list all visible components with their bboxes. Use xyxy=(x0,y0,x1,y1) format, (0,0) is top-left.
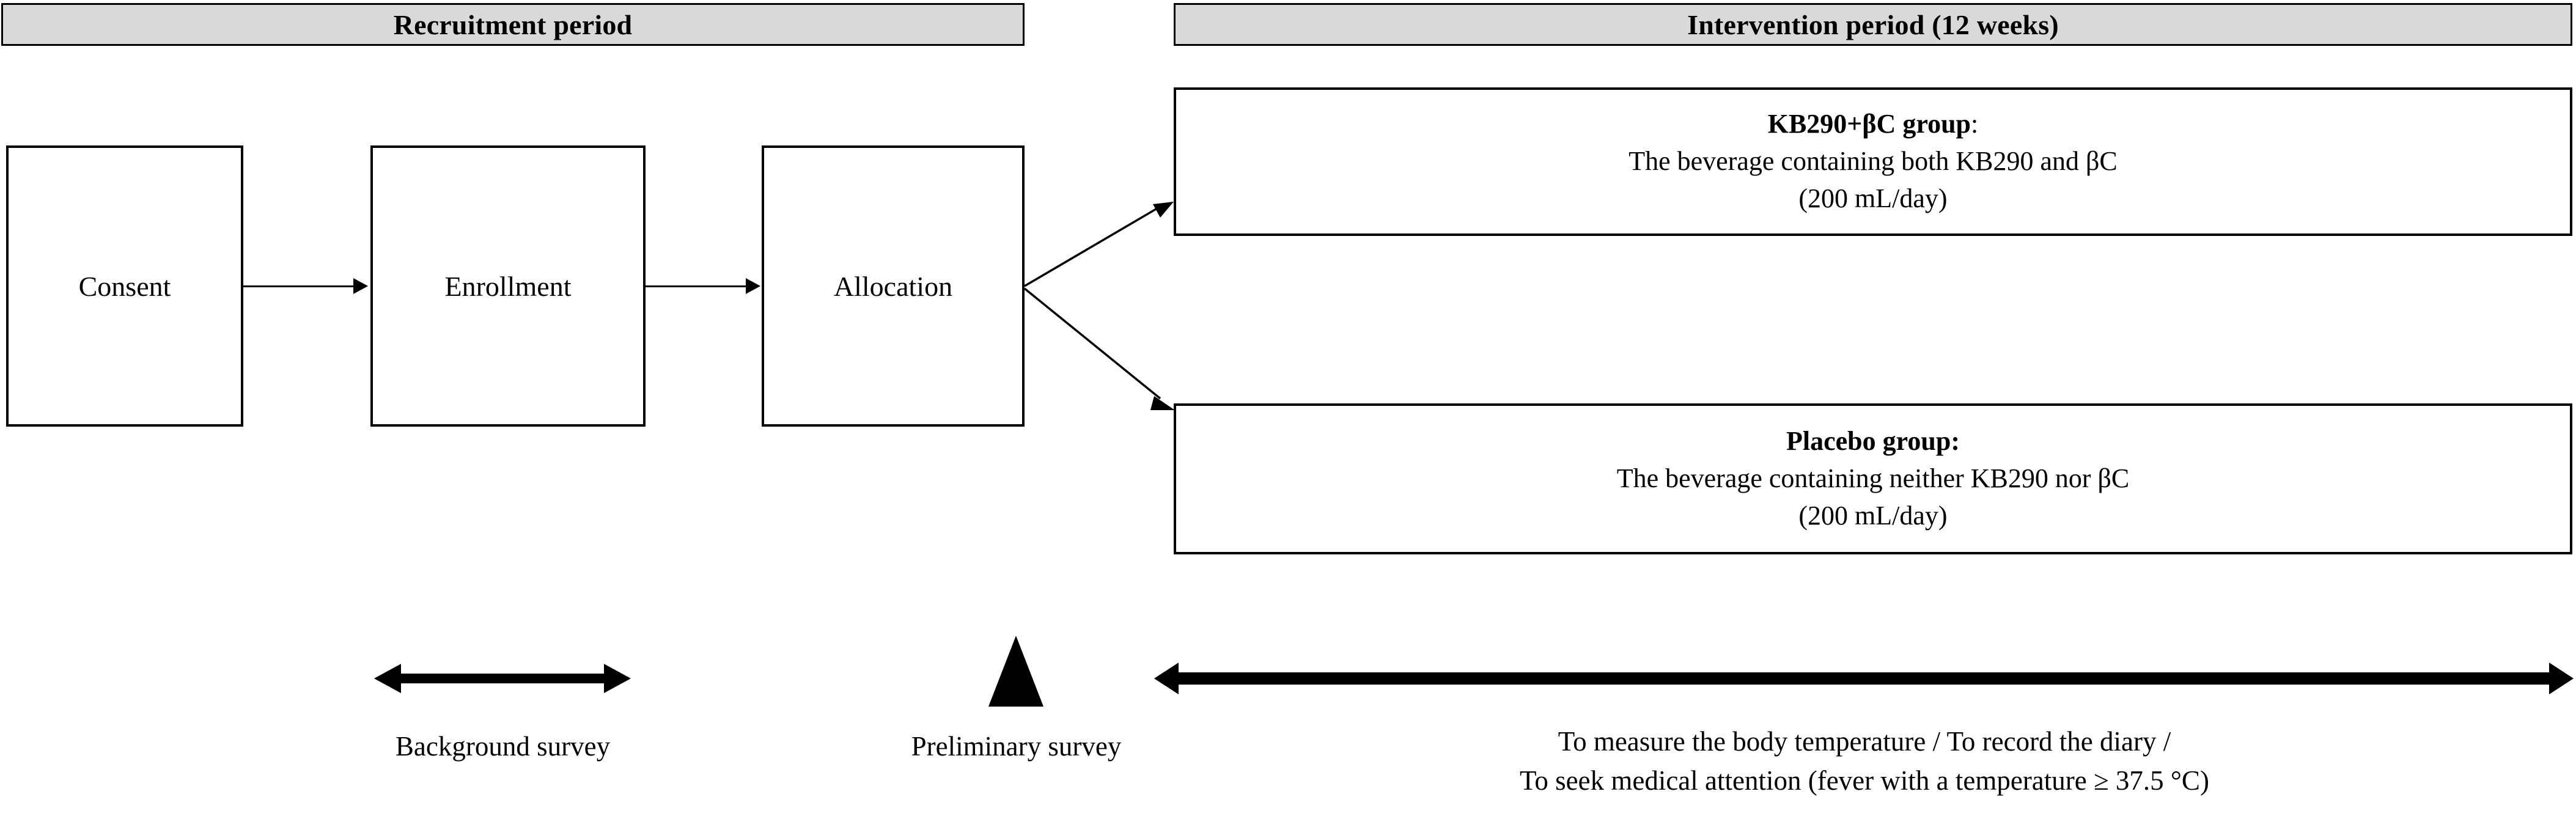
kb290-group-title: KB290+βC group: xyxy=(1768,106,1979,143)
connector-enrollment-to-allocation xyxy=(646,285,747,287)
enrollment-label: Enrollment xyxy=(444,270,572,302)
intervention-measures-line2: To seek medical attention (fever with a … xyxy=(1520,765,2209,796)
intervention-span-arrow xyxy=(1154,659,2574,698)
branch-arrowhead-lower xyxy=(1150,396,1175,410)
allocation-box: Allocation xyxy=(762,145,1025,427)
kb290-group-line3: (200 mL/day) xyxy=(1798,183,1948,213)
intervention-measures-line1: To measure the body temperature / To rec… xyxy=(1558,726,2171,757)
enrollment-box: Enrollment xyxy=(370,145,646,427)
intervention-measures-caption: To measure the body temperature / To rec… xyxy=(1155,722,2574,801)
consent-label: Consent xyxy=(78,270,171,302)
recruitment-period-label: Recruitment period xyxy=(393,9,633,40)
intervention-period-label: Intervention period (12 weeks) xyxy=(1687,9,2059,40)
intervention-arrowhead-right xyxy=(2549,663,2574,694)
placebo-group-title: Placebo group: xyxy=(1786,423,1960,460)
placebo-group-title-bold: Placebo group: xyxy=(1786,426,1960,457)
consent-box: Consent xyxy=(6,145,243,427)
allocation-branch-arrows xyxy=(1025,202,1175,410)
background-arrow-shaft xyxy=(397,674,608,683)
placebo-group-line3: (200 mL/day) xyxy=(1798,500,1948,531)
recruitment-period-header: Recruitment period xyxy=(1,3,1025,46)
arrowhead-enrollment-to-allocation xyxy=(746,278,760,294)
connector-consent-to-enrollment xyxy=(243,285,355,287)
background-survey-span-arrow xyxy=(374,659,631,698)
branch-arrowhead-upper xyxy=(1153,202,1174,218)
placebo-group-box: Placebo group: The beverage containing n… xyxy=(1174,403,2572,554)
branch-line-upper xyxy=(1025,205,1161,287)
kb290-group-title-bold: KB290+βC group xyxy=(1767,109,1971,139)
intervention-arrowhead-left xyxy=(1154,663,1179,694)
allocation-label: Allocation xyxy=(833,270,953,302)
kb290-group-line2: The beverage containing both KB290 and β… xyxy=(1628,146,2118,177)
branch-line-lower xyxy=(1025,287,1161,400)
kb290-group-box: KB290+βC group: The beverage containing … xyxy=(1174,87,2572,236)
background-survey-caption: Background survey xyxy=(395,731,611,762)
background-arrowhead-right xyxy=(604,664,631,693)
background-arrowhead-left xyxy=(374,664,401,693)
placebo-group-line2: The beverage containing neither KB290 no… xyxy=(1616,463,2130,494)
preliminary-survey-caption: Preliminary survey xyxy=(911,731,1122,762)
intervention-period-header: Intervention period (12 weeks) xyxy=(1174,3,2572,46)
intervention-arrow-shaft xyxy=(1175,672,2554,685)
preliminary-survey-triangle-icon xyxy=(988,636,1043,707)
kb290-group-title-rest: : xyxy=(1971,109,1979,139)
arrowhead-consent-to-enrollment xyxy=(353,278,368,294)
